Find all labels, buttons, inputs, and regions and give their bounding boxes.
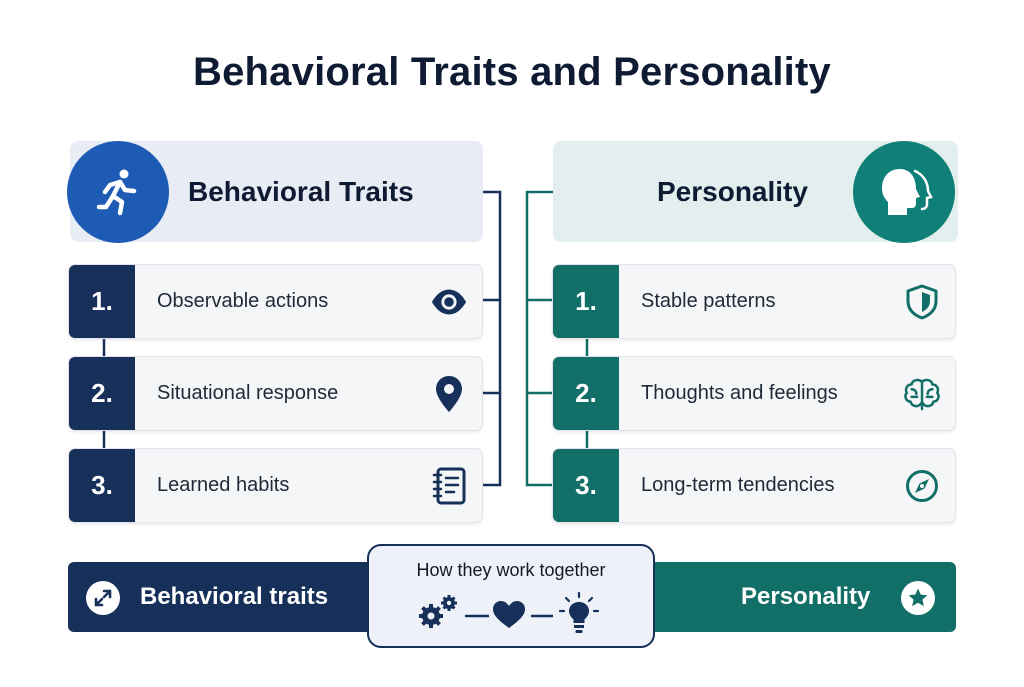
personality-bar-label: Personality	[741, 583, 871, 610]
left-list-item-2: 2. Situational response	[69, 357, 482, 430]
item-label: Observable actions	[157, 290, 329, 312]
item-label: Situational response	[157, 382, 339, 404]
eye-icon	[430, 283, 468, 321]
item-number: 2.	[553, 357, 619, 430]
behavioral-traits-bar-label: Behavioral traits	[140, 583, 329, 610]
item-number: 2.	[69, 357, 135, 430]
notebook-icon	[430, 467, 468, 505]
item-label: Long-term tendencies	[641, 474, 835, 496]
page-title: Behavioral Traits and Personality	[193, 50, 831, 94]
head-profile-icon	[853, 141, 955, 243]
left-list-item-3: 3. Learned habits	[69, 449, 482, 522]
lightbulb-icon	[558, 591, 600, 633]
personality-header-label: Personality	[657, 176, 808, 207]
center-box-title: How they work together	[416, 560, 606, 580]
gears-icon	[419, 595, 457, 628]
item-number: 1.	[69, 265, 135, 338]
item-number: 1.	[553, 265, 619, 338]
item-label: Thoughts and feelings	[641, 382, 838, 404]
item-number: 3.	[553, 449, 619, 522]
right-list-item-1: 1. Stable patterns	[553, 265, 955, 338]
item-label: Stable patterns	[641, 290, 776, 312]
star-icon	[901, 581, 935, 615]
compass-icon	[903, 467, 941, 505]
center-icon-row	[369, 590, 653, 636]
personality-bar: Personality	[625, 562, 956, 632]
running-person-icon	[67, 141, 169, 243]
brain-icon	[903, 375, 941, 413]
item-number: 3.	[69, 449, 135, 522]
behavioral-traits-bar: Behavioral traits	[68, 562, 398, 632]
right-list-item-3: 3. Long-term tendencies	[553, 449, 955, 522]
how-they-work-together-box: How they work together	[367, 544, 655, 648]
item-label: Learned habits	[157, 474, 290, 496]
diagonal-arrows-icon	[86, 581, 120, 615]
shield-icon	[903, 283, 941, 321]
right-list-item-2: 2. Thoughts and feelings	[553, 357, 955, 430]
behavioral-traits-header-label: Behavioral Traits	[188, 176, 414, 207]
left-list-item-1: 1. Observable actions	[69, 265, 482, 338]
heart-icon	[493, 601, 525, 628]
location-pin-icon	[430, 375, 468, 413]
